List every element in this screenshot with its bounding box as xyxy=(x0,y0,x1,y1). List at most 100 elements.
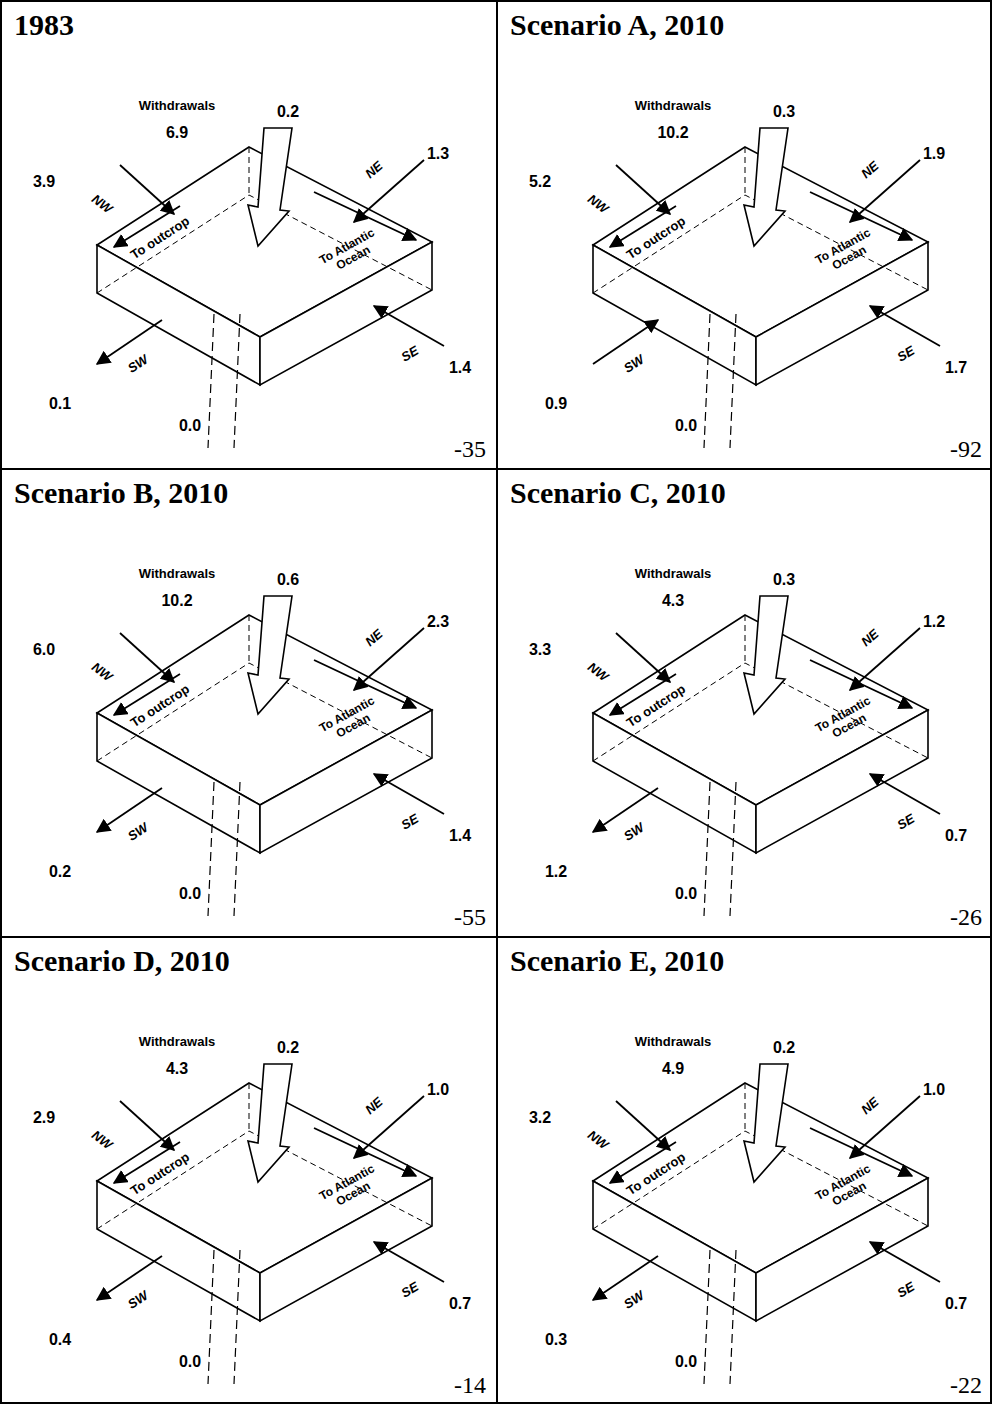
block-face xyxy=(97,1181,260,1321)
budget-total: -14 xyxy=(454,1373,486,1398)
recharge-value: 0.2 xyxy=(773,1040,795,1057)
leakage-conduit xyxy=(730,1250,736,1384)
flow-value: 0.0 xyxy=(179,418,201,435)
withdrawals-label: Withdrawals xyxy=(139,99,215,113)
aquifer-block xyxy=(498,938,992,1404)
aquifer-block xyxy=(2,938,498,1404)
flow-arrow xyxy=(870,306,940,346)
direction-label: SW xyxy=(125,353,150,376)
recharge-value: 0.6 xyxy=(277,572,299,589)
direction-label: SW xyxy=(125,1289,150,1312)
flow-arrow xyxy=(374,774,444,814)
panel-title: Scenario C, 2010 xyxy=(510,476,726,510)
flow-arrow xyxy=(616,633,670,682)
aquifer-block xyxy=(2,2,498,470)
withdrawal-value: 4.3 xyxy=(166,1061,188,1078)
leakage-conduit xyxy=(704,314,710,448)
flow-arrow xyxy=(870,774,940,814)
hidden-edge xyxy=(745,615,746,663)
direction-label: SE xyxy=(399,344,421,364)
flow-value: 0.3 xyxy=(545,1332,567,1349)
block-face xyxy=(97,245,260,385)
flow-arrow xyxy=(593,1256,658,1300)
flow-arrow xyxy=(616,1101,670,1150)
flow-value: 1.3 xyxy=(427,146,449,163)
flow-value: 2.9 xyxy=(33,1110,55,1127)
panel-title: Scenario B, 2010 xyxy=(14,476,228,510)
flow-arrow xyxy=(97,788,162,832)
flow-value: 0.7 xyxy=(449,1296,471,1313)
withdrawals-label: Withdrawals xyxy=(635,1035,711,1049)
direction-label: SE xyxy=(399,1280,421,1300)
flow-arrow xyxy=(593,788,658,832)
withdrawal-value: 4.3 xyxy=(662,593,684,610)
scenario-panel: Scenario A, 2010Withdrawals10.20.35.2NWT… xyxy=(496,0,992,470)
hidden-edge xyxy=(249,1083,250,1131)
flow-value: 0.7 xyxy=(945,828,967,845)
leakage-conduit xyxy=(730,314,736,448)
direction-label: NW xyxy=(89,660,115,684)
recharge-arrow xyxy=(248,128,292,246)
recharge-value: 0.2 xyxy=(277,104,299,121)
flow-arrow xyxy=(374,306,444,346)
aquifer-block xyxy=(2,470,498,938)
flow-value: 1.2 xyxy=(923,614,945,631)
flow-arrow xyxy=(870,1242,940,1282)
direction-label: NW xyxy=(585,660,611,684)
budget-total: -55 xyxy=(454,905,486,930)
flow-value: 1.4 xyxy=(449,828,471,845)
block-face xyxy=(593,245,756,385)
direction-label: SE xyxy=(895,812,917,832)
leakage-conduit xyxy=(208,1250,214,1384)
hidden-edge xyxy=(249,615,250,663)
direction-label: NW xyxy=(89,192,115,216)
flow-value: 3.2 xyxy=(529,1110,551,1127)
direction-label: SW xyxy=(621,821,646,844)
recharge-value: 0.3 xyxy=(773,104,795,121)
flow-value: 3.3 xyxy=(529,642,551,659)
flow-value: 5.2 xyxy=(529,174,551,191)
flow-value: 1.7 xyxy=(945,360,967,377)
leakage-conduit xyxy=(730,782,736,916)
leakage-conduit xyxy=(234,314,240,448)
budget-total: -22 xyxy=(950,1373,982,1398)
flow-value: 6.0 xyxy=(33,642,55,659)
recharge-arrow xyxy=(744,128,788,246)
leakage-conduit xyxy=(234,782,240,916)
flow-arrow xyxy=(97,320,162,364)
flow-value: 3.9 xyxy=(33,174,55,191)
flow-value: 0.0 xyxy=(675,886,697,903)
flow-value: 0.0 xyxy=(179,886,201,903)
flow-arrow xyxy=(374,1242,444,1282)
flow-value: 0.1 xyxy=(49,396,71,413)
flow-value: 0.0 xyxy=(179,1354,201,1371)
recharge-value: 0.3 xyxy=(773,572,795,589)
direction-label: NE xyxy=(859,627,882,649)
leakage-conduit xyxy=(234,1250,240,1384)
withdrawals-label: Withdrawals xyxy=(635,567,711,581)
flow-value: 1.0 xyxy=(427,1082,449,1099)
budget-total: -35 xyxy=(454,437,486,462)
scenario-panel: Scenario E, 2010Withdrawals4.90.23.2NWTo… xyxy=(496,936,992,1404)
direction-label: SW xyxy=(621,1289,646,1312)
recharge-arrow xyxy=(744,1064,788,1182)
recharge-arrow xyxy=(248,596,292,714)
panel-title: Scenario A, 2010 xyxy=(510,8,724,42)
flow-value: 0.9 xyxy=(545,396,567,413)
flow-value: 1.9 xyxy=(923,146,945,163)
recharge-value: 0.2 xyxy=(277,1040,299,1057)
aquifer-block xyxy=(498,470,992,938)
flow-arrow xyxy=(120,633,174,682)
direction-label: NE xyxy=(859,1095,882,1117)
direction-label: SE xyxy=(895,344,917,364)
flow-arrow xyxy=(616,165,670,214)
withdrawals-label: Withdrawals xyxy=(635,99,711,113)
flow-value: 1.4 xyxy=(449,360,471,377)
direction-label: SE xyxy=(895,1280,917,1300)
hidden-edge xyxy=(745,147,746,195)
direction-label: SW xyxy=(125,821,150,844)
direction-label: NE xyxy=(363,627,386,649)
panel-title: 1983 xyxy=(14,8,74,42)
scenario-panel: 1983Withdrawals6.90.23.9NWTo outcrop1.3N… xyxy=(0,0,498,470)
flow-value: 0.4 xyxy=(49,1332,71,1349)
